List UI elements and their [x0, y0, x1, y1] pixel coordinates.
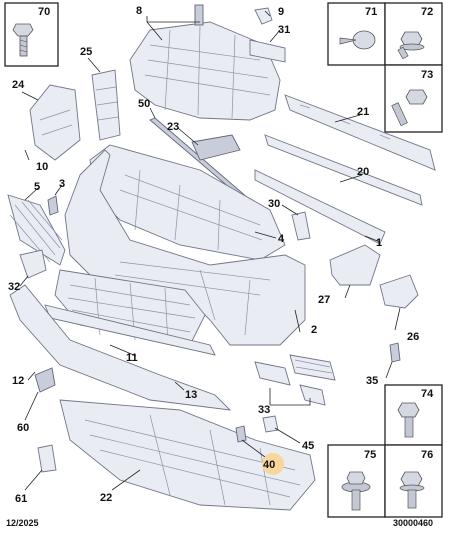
highlight-marker	[262, 453, 284, 475]
callout-35[interactable]: 35	[366, 375, 378, 387]
callout-40[interactable]: 40	[263, 459, 275, 471]
side-grille-part[interactable]	[7, 194, 66, 266]
undertray-part[interactable]	[59, 399, 316, 511]
hardware-box-70[interactable]: 70	[4, 2, 59, 67]
callout-60[interactable]: 60	[17, 422, 29, 434]
callout-23[interactable]: 23	[167, 121, 179, 133]
callout-32[interactable]: 32	[8, 281, 20, 293]
brake-duct-part[interactable]	[329, 244, 381, 286]
box-label-73: 73	[421, 69, 433, 81]
callout-9[interactable]: 9	[278, 6, 284, 18]
screw-icon	[12, 23, 34, 57]
hardware-box-73[interactable]: 73	[384, 64, 443, 133]
hardware-box-71[interactable]: 71	[327, 2, 386, 66]
small-bracket-part[interactable]	[47, 195, 59, 216]
flange-bolt-icon	[399, 471, 425, 509]
bolt-icon	[391, 89, 428, 127]
callout-50[interactable]: 50	[138, 98, 150, 110]
callout-2[interactable]: 2	[311, 324, 317, 336]
hardware-box-75[interactable]: 75	[327, 444, 386, 518]
bolt-icon	[397, 402, 420, 438]
callout-33[interactable]: 33	[258, 404, 270, 416]
callout-12[interactable]: 12	[12, 375, 24, 387]
callout-11[interactable]: 11	[126, 352, 138, 364]
mount-bracket-part[interactable]	[291, 211, 311, 241]
footer-reference: 30000460	[393, 518, 433, 528]
energy-absorber-part[interactable]	[254, 169, 386, 245]
callout-31[interactable]: 31	[278, 24, 290, 36]
callout-30[interactable]: 30	[268, 198, 280, 210]
callout-5[interactable]: 5	[34, 181, 40, 193]
leader-lines	[19, 10, 401, 491]
hardware-box-76[interactable]: 76	[384, 444, 443, 518]
callout-25[interactable]: 25	[80, 46, 92, 58]
washer-screw-icon	[341, 471, 371, 511]
callout-45[interactable]: 45	[302, 440, 314, 452]
callout-20[interactable]: 20	[357, 166, 369, 178]
deflector-part[interactable]	[191, 134, 241, 161]
box-label-72: 72	[421, 6, 433, 18]
retaining-clip-part[interactable]	[389, 342, 401, 363]
callout-61[interactable]: 61	[15, 493, 27, 505]
callout-4[interactable]: 4	[278, 233, 285, 245]
callout-22[interactable]: 22	[100, 492, 112, 504]
hardware-box-72[interactable]: 72	[384, 2, 443, 66]
callout-3[interactable]: 3	[59, 178, 65, 190]
lower-bracket-part[interactable]	[235, 415, 279, 443]
flange-bolt-icon	[397, 31, 425, 60]
sensor-bracket-part[interactable]	[249, 7, 286, 63]
callout-21[interactable]: 21	[357, 106, 369, 118]
fog-lamp-cover-part[interactable]	[34, 367, 56, 393]
front-end-carrier-part[interactable]	[129, 4, 281, 121]
side-trim-part[interactable]	[9, 284, 232, 411]
box-label-70: 70	[38, 6, 50, 18]
box-label-75: 75	[364, 449, 376, 461]
callout-24[interactable]: 24	[12, 79, 25, 91]
tow-hook-bracket-part[interactable]	[37, 444, 57, 473]
clip-screw-icon	[339, 30, 376, 50]
side-support-part[interactable]	[19, 249, 47, 279]
footer-date: 12/2025	[6, 518, 39, 528]
callout-10[interactable]: 10	[36, 161, 48, 173]
callout-26[interactable]: 26	[407, 331, 419, 343]
air-duct-part[interactable]	[29, 84, 81, 161]
impact-beam-part[interactable]	[264, 94, 436, 206]
side-bracket-part[interactable]	[91, 69, 121, 141]
box-label-74: 74	[421, 388, 434, 400]
callout-13[interactable]: 13	[185, 389, 197, 401]
box-label-71: 71	[365, 6, 377, 18]
callout-1[interactable]: 1	[376, 237, 382, 249]
side-duct-part[interactable]	[379, 274, 419, 309]
hardware-box-74[interactable]: 74	[384, 384, 443, 446]
box-label-76: 76	[421, 449, 433, 461]
callout-27[interactable]: 27	[318, 294, 330, 306]
grille-insert-part[interactable]	[254, 354, 336, 406]
callout-8[interactable]: 8	[136, 5, 142, 17]
